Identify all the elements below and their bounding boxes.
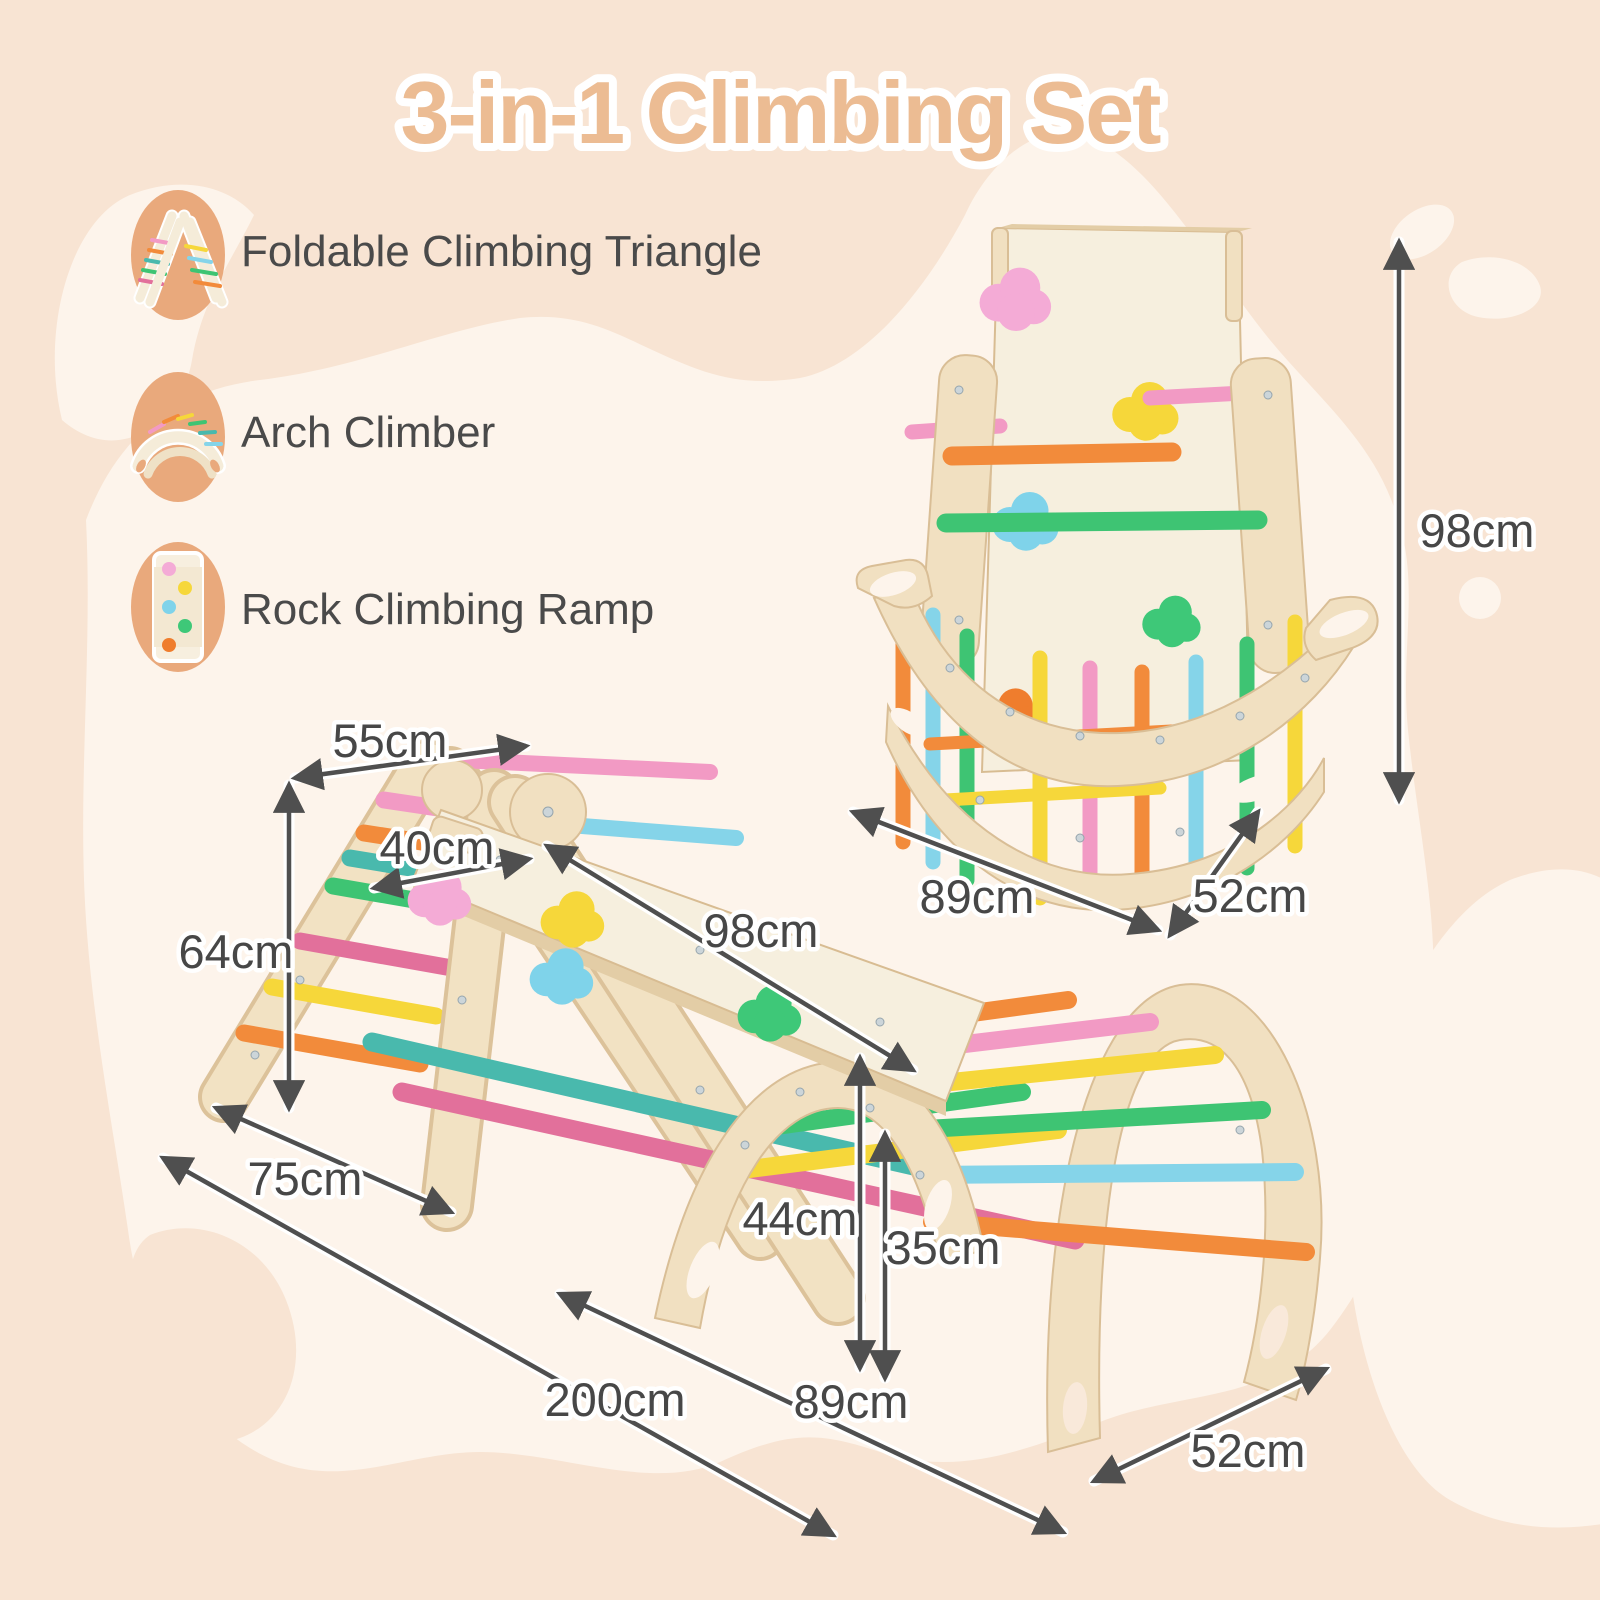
dim-label-arch-height: 44cm <box>743 1192 858 1245</box>
feature-item-arch: Arch Climber <box>130 372 495 502</box>
feature-item-triangle: Foldable Climbing Triangle <box>131 190 762 320</box>
dim-label-stacked-width: 89cm <box>920 870 1035 923</box>
dim-stacked-height: 98cm <box>1382 236 1539 806</box>
peach-dot <box>697 266 759 354</box>
dot-blob-1 <box>1459 577 1501 619</box>
dim-label-total-length: 200cm <box>544 1373 685 1426</box>
dim-triangle-height: 64cm <box>174 779 306 1114</box>
dim-label-arch-clearance: 35cm <box>886 1221 1001 1274</box>
arch-bowl <box>855 558 1379 788</box>
petal-blob <box>1389 204 1455 260</box>
bean-blob <box>1448 257 1541 319</box>
rock-ramp-icon <box>152 551 204 663</box>
triangle-climber-icon <box>133 209 229 309</box>
feature-label-triangle: Foldable Climbing Triangle <box>241 227 762 276</box>
dim-stacked-depth: 52cm <box>1164 806 1312 941</box>
dim-label-ramp-hook-width: 40cm <box>380 821 495 874</box>
hinge-disc <box>421 759 483 821</box>
dim-triangle-top-width: 55cm <box>289 710 532 791</box>
dimension-annotations: 98cm 89cm 52cm 55cm 40cm <box>157 236 1539 1541</box>
corner-blob <box>1347 869 1600 1528</box>
folded-triangle-frame <box>904 354 1311 674</box>
dim-label-triangle-depth: 75cm <box>248 1152 363 1205</box>
dim-label-triangle-height: 64cm <box>179 925 294 978</box>
feature-label-arch: Arch Climber <box>241 408 495 457</box>
dim-label-stacked-height: 98cm <box>1420 504 1535 557</box>
feature-list: Foldable Climbing Triangle Arch Climber <box>130 190 762 672</box>
arch-climber-icon <box>130 413 226 479</box>
page-title-label: 3-in-1 Climbing Set <box>401 63 1162 162</box>
dim-arch-length: 89cm <box>554 1288 1069 1538</box>
dim-label-stacked-depth: 52cm <box>1193 869 1308 922</box>
dim-label-triangle-top-width: 55cm <box>333 714 448 767</box>
feature-label-ramp: Rock Climbing Ramp <box>241 585 654 634</box>
dim-stacked-width: 89cm <box>847 806 1164 936</box>
dim-ramp-hook-width: 40cm <box>368 817 535 899</box>
dim-label-arch-length: 89cm <box>794 1375 909 1428</box>
ramp-board-vertical <box>979 224 1252 774</box>
dim-ramp-length: 98cm <box>541 840 919 1076</box>
dim-arch-depth: 52cm <box>1088 1363 1332 1487</box>
dim-label-ramp-length: 98cm <box>704 904 819 957</box>
feature-item-ramp: Rock Climbing Ramp <box>131 542 654 672</box>
dim-label-arch-depth: 52cm <box>1191 1424 1306 1477</box>
page-title: 3-in-1 Climbing Set <box>393 55 1172 170</box>
